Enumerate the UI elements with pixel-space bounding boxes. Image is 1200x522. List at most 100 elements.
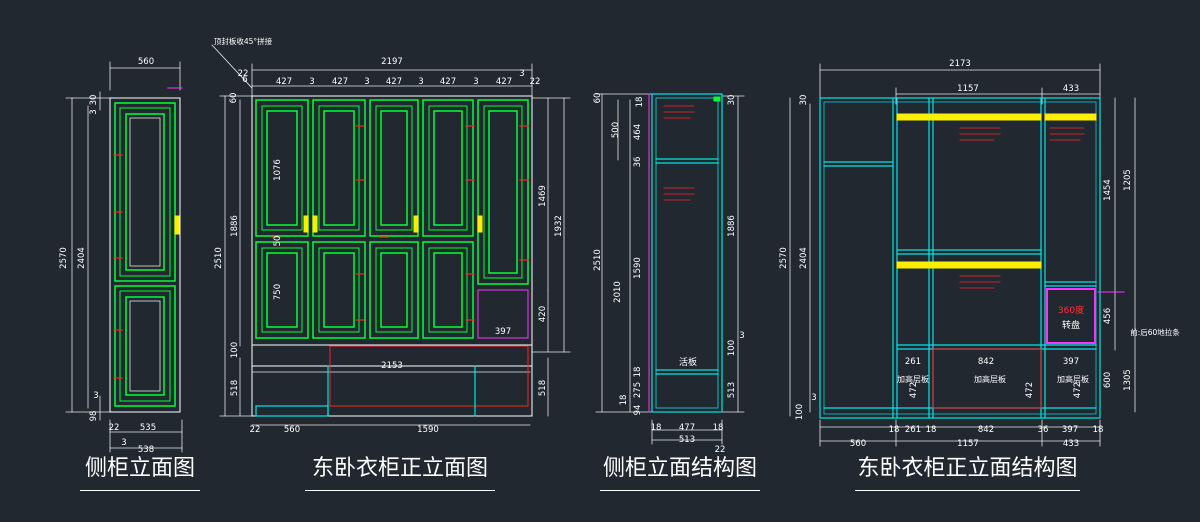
dim-text: 18 bbox=[651, 423, 662, 433]
dim-text: 1590 bbox=[633, 257, 643, 279]
dim-text: 3 bbox=[89, 109, 99, 114]
dim-text: 427 bbox=[440, 77, 456, 87]
dim-text: 2153 bbox=[381, 361, 403, 371]
dim-text: 433 bbox=[1063, 439, 1079, 449]
dim-text: 2404 bbox=[77, 247, 87, 269]
note-text: 前:后60地拉条 bbox=[1130, 327, 1180, 337]
dim-text: 1932 bbox=[554, 215, 564, 237]
dim-text: 30 bbox=[727, 95, 737, 106]
dim-text: 477 bbox=[679, 423, 695, 433]
dim-text: 1886 bbox=[230, 215, 240, 237]
dim-text: 1469 bbox=[538, 185, 548, 207]
dim-text: 60 bbox=[593, 93, 603, 104]
dim-text: 22 bbox=[715, 445, 726, 455]
dim-text: 560 bbox=[138, 57, 154, 67]
dim-text: 2173 bbox=[949, 59, 971, 69]
dim-text: 1157 bbox=[957, 84, 979, 94]
dim-text: 98 bbox=[89, 411, 99, 422]
label-text: 加高层板 bbox=[974, 374, 1006, 384]
dim-text: 18 bbox=[1093, 425, 1104, 435]
dim-text: 36 bbox=[1038, 425, 1049, 435]
dim-text: 535 bbox=[140, 423, 156, 433]
dim-text: 22 bbox=[109, 423, 120, 433]
dim-text: 3 bbox=[519, 69, 524, 79]
dim-text: 472 bbox=[1073, 382, 1083, 398]
dim-text: 538 bbox=[138, 445, 154, 455]
dim-text: 30 bbox=[799, 95, 809, 106]
dim-text: 397 bbox=[1062, 425, 1078, 435]
dim-text: 3 bbox=[811, 393, 816, 403]
dim-text: 2510 bbox=[214, 247, 224, 269]
annotation-text: 顶封板收45°拼接 bbox=[214, 36, 273, 46]
dim-text: 275 bbox=[633, 382, 643, 398]
dim-text: 750 bbox=[273, 284, 283, 300]
dim-text: 560 bbox=[850, 439, 866, 449]
dim-text: 1076 bbox=[273, 159, 283, 181]
dim-text: 518 bbox=[230, 380, 240, 396]
dim-text: 427 bbox=[276, 77, 292, 87]
label-text: 加高层板 bbox=[1057, 374, 1089, 384]
dim-text: 22 bbox=[238, 69, 249, 79]
dim-text: 2197 bbox=[381, 57, 403, 67]
dim-text: 842 bbox=[978, 357, 994, 367]
dim-text: 60 bbox=[229, 93, 239, 104]
dim-text: 427 bbox=[386, 77, 402, 87]
dim-text: 1590 bbox=[417, 425, 439, 435]
dim-text: 1157 bbox=[957, 439, 979, 449]
dim-text: 1305 bbox=[1123, 369, 1133, 391]
title-front-structure: 东卧衣柜正立面结构图 bbox=[855, 454, 1080, 491]
dim-text: 842 bbox=[978, 425, 994, 435]
dim-text: 2404 bbox=[799, 247, 809, 269]
dim-text: 50 bbox=[273, 236, 283, 247]
dim-text: 22 bbox=[530, 77, 541, 87]
dim-text: 560 bbox=[284, 425, 300, 435]
dim-text: 397 bbox=[495, 327, 511, 337]
dim-text: 420 bbox=[538, 306, 548, 322]
title-front-elevation: 东卧衣柜正立面图 bbox=[305, 454, 495, 491]
title-side-elevation: 侧柜立面图 bbox=[80, 454, 200, 491]
dim-text: 100 bbox=[795, 404, 805, 420]
dim-text: 513 bbox=[679, 435, 695, 445]
label-text: 360度 bbox=[1058, 304, 1084, 316]
side-structure-view bbox=[595, 93, 745, 445]
dim-text: 94 bbox=[633, 405, 643, 416]
dim-text: 472 bbox=[1025, 382, 1035, 398]
dim-text: 2570 bbox=[779, 247, 789, 269]
dim-text: 2570 bbox=[59, 247, 69, 269]
dim-text: 500 bbox=[611, 122, 621, 138]
dim-text: 18 bbox=[619, 395, 629, 406]
label-text: 转盘 bbox=[1062, 319, 1080, 331]
dim-text: 18 bbox=[635, 97, 645, 108]
dim-text: 36 bbox=[633, 157, 643, 168]
dim-text: 30 bbox=[89, 95, 99, 106]
dim-text: 6 bbox=[242, 75, 247, 85]
dim-text: 100 bbox=[727, 340, 737, 356]
dim-text: 1886 bbox=[727, 215, 737, 237]
dim-text: 3 bbox=[93, 391, 98, 401]
dim-text: 433 bbox=[1063, 84, 1079, 94]
label-text: 活板 bbox=[679, 356, 697, 368]
dim-text: 261 bbox=[905, 425, 921, 435]
front-structure-view bbox=[789, 63, 1136, 447]
dim-text: 513 bbox=[727, 382, 737, 398]
dim-text: 1205 bbox=[1123, 169, 1133, 191]
dim-text: 518 bbox=[538, 380, 548, 396]
dim-text: 1454 bbox=[1103, 179, 1113, 201]
dim-text: 472 bbox=[909, 382, 919, 398]
dim-text: 3 bbox=[418, 77, 423, 87]
front-elevation-view bbox=[211, 44, 571, 426]
title-side-structure: 侧柜立面结构图 bbox=[600, 454, 760, 491]
dim-text: 3 bbox=[739, 331, 744, 341]
dim-text: 600 bbox=[1103, 372, 1113, 388]
dim-text: 18 bbox=[889, 425, 900, 435]
dim-text: 3 bbox=[364, 77, 369, 87]
dim-text: 464 bbox=[633, 124, 643, 140]
dim-text: 3 bbox=[121, 438, 126, 448]
dim-text: 2010 bbox=[613, 281, 623, 303]
dim-text: 22 bbox=[250, 425, 261, 435]
dim-text: 18 bbox=[713, 423, 724, 433]
dim-text: 18 bbox=[926, 425, 937, 435]
dim-text: 397 bbox=[1063, 357, 1079, 367]
dim-text: 3 bbox=[309, 77, 314, 87]
